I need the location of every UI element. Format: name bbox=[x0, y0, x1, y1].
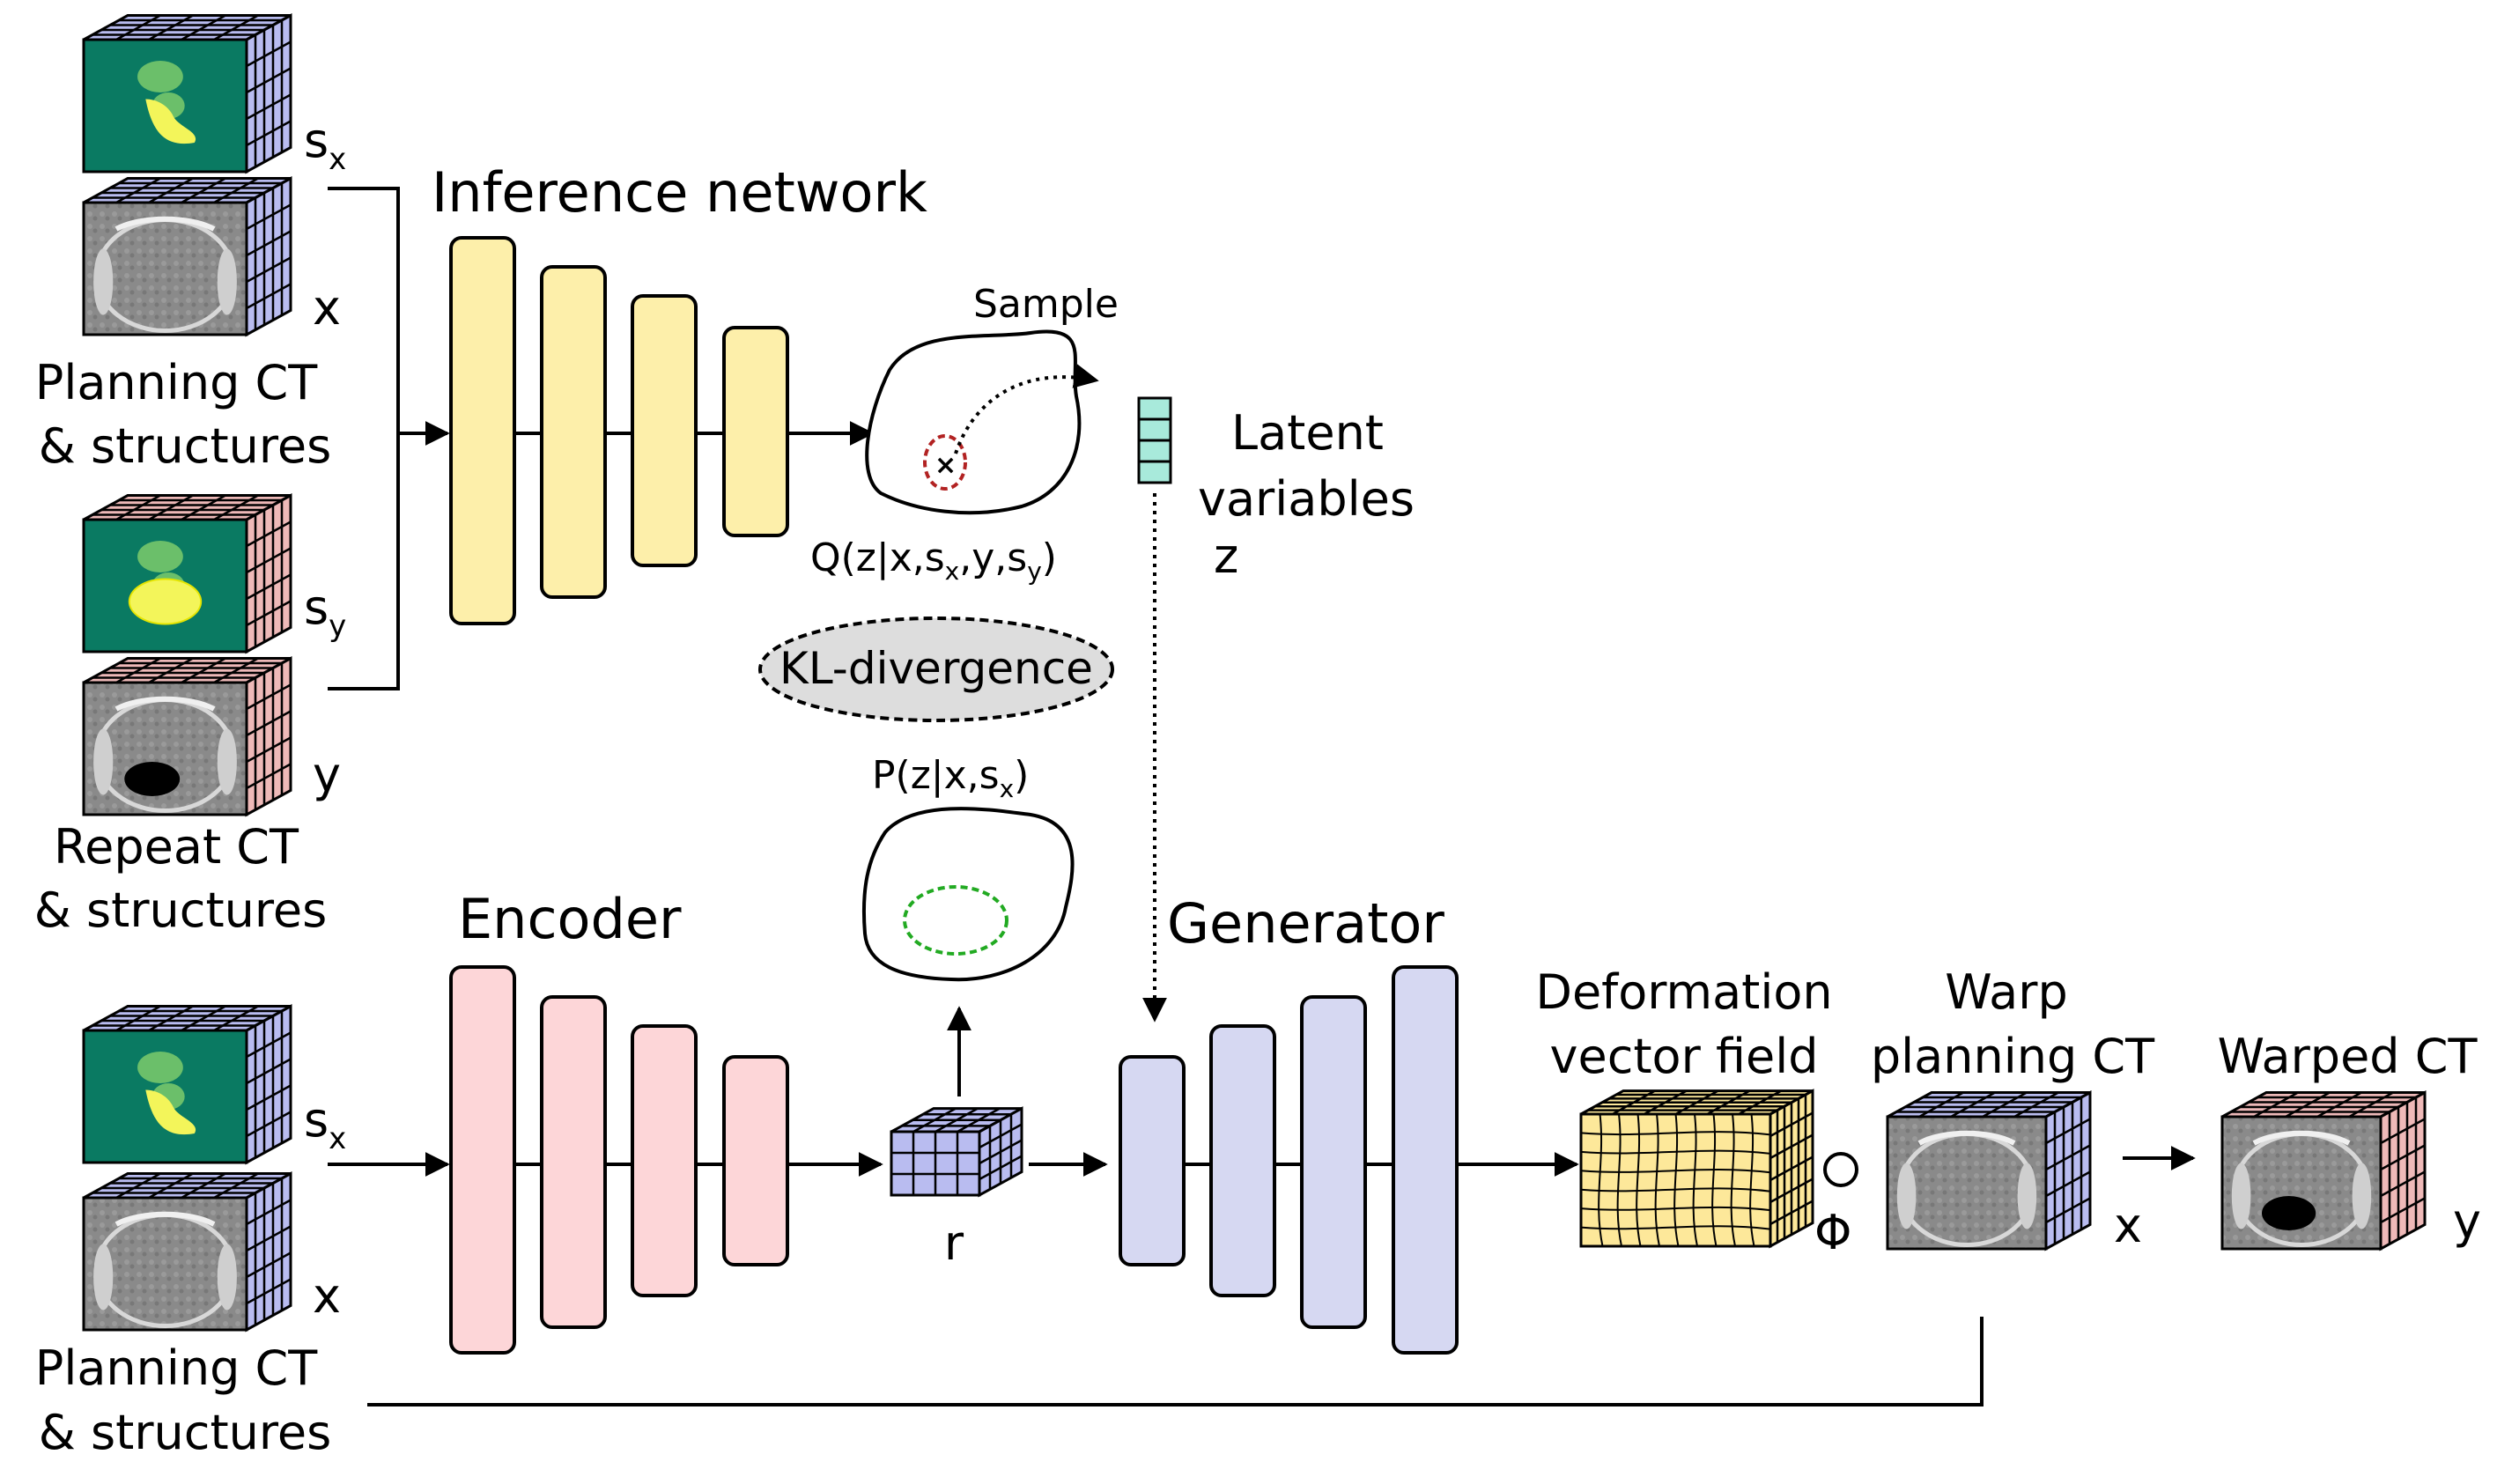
sx-label-top: sx bbox=[304, 113, 346, 177]
ct-cube-y bbox=[82, 655, 292, 817]
warp-label-1: Warp bbox=[1945, 964, 2068, 1020]
x-label-bottom: x bbox=[313, 1268, 341, 1324]
sy-label: sy bbox=[304, 580, 346, 644]
x-label-top: x bbox=[313, 280, 341, 336]
r-label: r bbox=[944, 1215, 964, 1271]
kl-divergence-node bbox=[758, 616, 1114, 722]
warped-ct-cube bbox=[2220, 1089, 2427, 1251]
warp-label-2: planning CT bbox=[1871, 1029, 2155, 1084]
y-label-top: y bbox=[313, 747, 341, 802]
inference-block-2 bbox=[540, 265, 607, 599]
ct-cube-x-bottom bbox=[82, 1170, 292, 1333]
prior-ring bbox=[903, 885, 1008, 956]
dvf-label-2: vector field bbox=[1550, 1029, 1819, 1084]
sample-label: Sample bbox=[973, 282, 1119, 327]
generator-title: Generator bbox=[1167, 891, 1444, 956]
structure-cube-sx-top bbox=[82, 12, 292, 174]
input-bracket-top bbox=[328, 187, 400, 690]
generator-block-3 bbox=[1300, 995, 1367, 1329]
repeat-ct-label-1: Repeat CT bbox=[54, 819, 299, 875]
posterior-label: Q(z|x,sx,y,sy) bbox=[810, 535, 1057, 586]
latent-symbol-z: z bbox=[1214, 528, 1238, 584]
encoder-title: Encoder bbox=[458, 887, 682, 951]
warped-ct-label: Warped CT bbox=[2218, 1029, 2479, 1084]
inference-block-1 bbox=[449, 236, 516, 625]
encoder-block-4 bbox=[722, 1055, 789, 1266]
inference-network-title: Inference network bbox=[432, 160, 927, 225]
encoder-block-3 bbox=[631, 1024, 698, 1297]
sample-point-icon: × bbox=[935, 450, 957, 481]
ct-cube-x-top bbox=[82, 175, 292, 337]
sx-label-bottom: sx bbox=[304, 1092, 346, 1156]
phi-label: Φ bbox=[1814, 1205, 1852, 1260]
encoder-block-2 bbox=[540, 995, 607, 1329]
latent-vector bbox=[1137, 396, 1172, 484]
dvf-label-1: Deformation bbox=[1535, 964, 1832, 1020]
generator-block-1 bbox=[1119, 1055, 1186, 1266]
skip-connection-line bbox=[367, 1317, 1984, 1406]
structure-cube-sx-bottom bbox=[82, 1003, 292, 1165]
kl-divergence-label: KL-divergence bbox=[779, 643, 1093, 694]
prior-label: P(z|x,sx) bbox=[872, 753, 1029, 803]
warp-x-label: x bbox=[2114, 1198, 2142, 1253]
latent-label-2: variables bbox=[1198, 471, 1415, 527]
planning-ct-label-top-2: & structures bbox=[39, 418, 331, 474]
latent-label-1: Latent bbox=[1231, 405, 1384, 461]
generator-block-4 bbox=[1392, 965, 1459, 1355]
prior-distribution bbox=[861, 807, 1075, 982]
warped-y-label: y bbox=[2453, 1193, 2481, 1249]
inference-block-3 bbox=[631, 294, 698, 567]
encoder-block-1 bbox=[449, 965, 516, 1355]
r-feature-cube bbox=[890, 1106, 1023, 1198]
planning-ct-label-bottom-1: Planning CT bbox=[35, 1340, 318, 1396]
planning-ct-label-bottom-2: & structures bbox=[39, 1405, 331, 1460]
compose-operator-icon bbox=[1823, 1152, 1858, 1187]
repeat-ct-label-2: & structures bbox=[34, 882, 327, 938]
dvf-cube bbox=[1579, 1089, 1814, 1249]
planning-ct-label-top-1: Planning CT bbox=[35, 355, 318, 410]
posterior-ring bbox=[923, 434, 967, 491]
structure-cube-sy bbox=[82, 492, 292, 654]
sample-arrow bbox=[954, 364, 1099, 454]
warp-planning-ct-cube bbox=[1886, 1089, 2092, 1251]
image-cubes bbox=[82, 12, 2427, 1333]
inference-block-4 bbox=[722, 326, 789, 537]
generator-block-2 bbox=[1209, 1024, 1276, 1297]
